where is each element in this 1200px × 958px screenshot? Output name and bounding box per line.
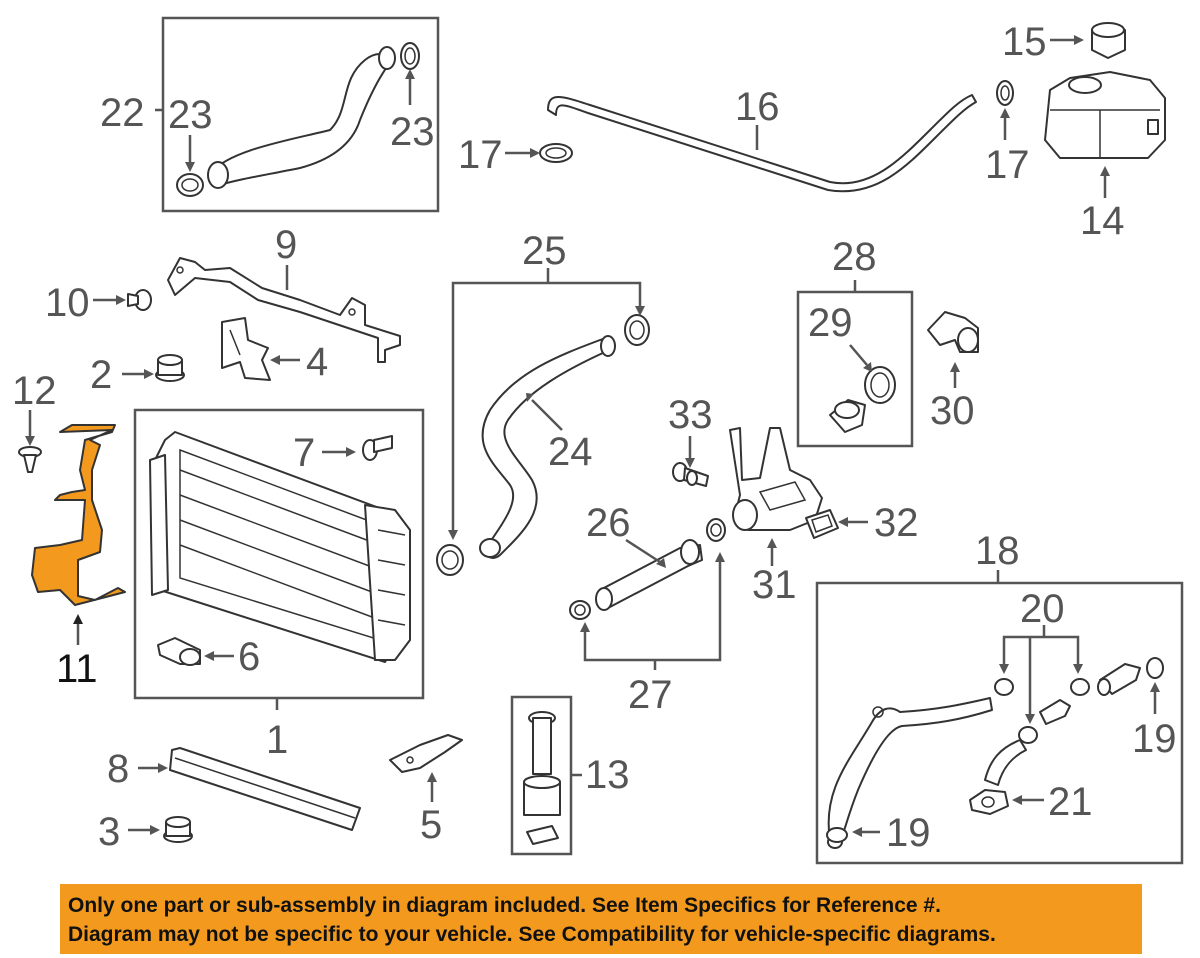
bolt-part-33 (672, 462, 709, 487)
callout-15: 15 (1002, 20, 1047, 64)
bracket-part-4 (221, 317, 271, 381)
baffle-part-8 (169, 747, 361, 831)
pin-part-3 (163, 816, 193, 843)
callout-11: 11 (56, 647, 98, 691)
disclaimer-line-2: Diagram may not be specific to your vehi… (68, 923, 996, 946)
callout-9: 9 (275, 223, 297, 267)
callout-26: 26 (586, 501, 631, 545)
callout-12: 12 (12, 369, 57, 413)
callout-28: 28 (832, 235, 877, 279)
clamp-part-20-b (1070, 678, 1090, 696)
outlet-part-30 (927, 311, 979, 353)
disclaimer-banner: Only one part or sub-assembly in diagram… (60, 884, 1142, 954)
clamp-part-19-top (1146, 657, 1164, 679)
pin-part-2 (155, 354, 185, 382)
mount-kit-part-13 (523, 711, 561, 845)
disclaimer-line-1: Only one part or sub-assembly in diagram… (68, 894, 941, 917)
box-18-hose-assembly (815, 581, 1184, 865)
callout-7: 7 (293, 431, 315, 475)
callout-21: 21 (1048, 780, 1093, 824)
callout-13: 13 (585, 753, 630, 797)
callout-5: 5 (420, 803, 442, 847)
callout-31: 31 (752, 563, 797, 607)
hose-part-24 (479, 335, 616, 559)
callout-17b: 17 (985, 143, 1030, 187)
bracket-part-9 (167, 257, 401, 363)
pipe-part-26 (595, 539, 703, 611)
callout-25: 25 (522, 229, 567, 273)
callout-32: 32 (874, 501, 919, 545)
clamp-part-25-bottom (436, 544, 464, 576)
clamp-part-23-left (176, 173, 204, 197)
callout-10: 10 (45, 281, 90, 325)
hose-part-18-mid (984, 699, 1071, 786)
bolt-part-7 (362, 435, 393, 461)
callout-1: 1 (266, 718, 288, 762)
clamp-part-17-right (996, 80, 1014, 106)
box-1-radiator (133, 408, 425, 700)
clip-part-12 (18, 446, 42, 473)
radiator-part-1 (149, 431, 411, 663)
callout-29: 29 (808, 301, 853, 345)
coolant-tank-part-14 (1044, 71, 1166, 159)
sensor-part-6 (157, 637, 201, 666)
tank-cap-part-15 (1091, 22, 1126, 59)
thermostat-housing-part-31 (729, 427, 823, 531)
callout-3: 3 (98, 810, 120, 854)
callout-23b: 23 (390, 110, 435, 154)
callout-8: 8 (107, 747, 129, 791)
hose-part-18-upper-right (1097, 663, 1141, 696)
callout-20: 20 (1020, 587, 1065, 631)
box-22-hose-assembly (161, 16, 440, 213)
callout-18: 18 (975, 529, 1020, 573)
clamp-part-19-bottom (826, 827, 848, 843)
thermostat-part-28 (829, 399, 866, 433)
fitting-part-21 (969, 789, 1009, 815)
hose-part-22 (207, 46, 396, 189)
callout-33: 33 (668, 393, 713, 437)
clamp-part-20-c (1018, 726, 1038, 744)
seal-part-29 (864, 366, 896, 404)
callout-2: 2 (90, 353, 112, 397)
gasket-part-27-left (569, 600, 591, 620)
callout-17a: 17 (458, 133, 503, 177)
callout-4: 4 (306, 340, 328, 384)
clamp-part-17-left (539, 143, 573, 163)
callout-19b: 19 (886, 811, 931, 855)
callout-14: 14 (1080, 199, 1125, 243)
callout-23a: 23 (168, 93, 213, 137)
gasket-part-32 (805, 509, 839, 539)
parts-diagram: 1 2 3 4 5 6 7 8 9 10 11 12 13 14 15 16 1… (12, 16, 1184, 865)
gasket-part-27-right (706, 518, 726, 542)
clamp-part-20-a (994, 678, 1014, 696)
callout-6: 6 (238, 635, 260, 679)
clamp-part-25-top (624, 314, 650, 346)
air-deflector-part-11 (31, 424, 126, 606)
callout-30: 30 (930, 389, 975, 433)
callout-24: 24 (548, 430, 593, 474)
clamp-part-23-right (400, 42, 420, 70)
callout-22: 22 (100, 91, 145, 135)
hose-part-16 (547, 94, 977, 193)
callout-27: 27 (628, 673, 673, 717)
bolt-part-10 (127, 289, 152, 311)
callout-16: 16 (735, 85, 780, 129)
callout-19a: 19 (1132, 717, 1177, 761)
bracket-part-5 (389, 734, 463, 773)
